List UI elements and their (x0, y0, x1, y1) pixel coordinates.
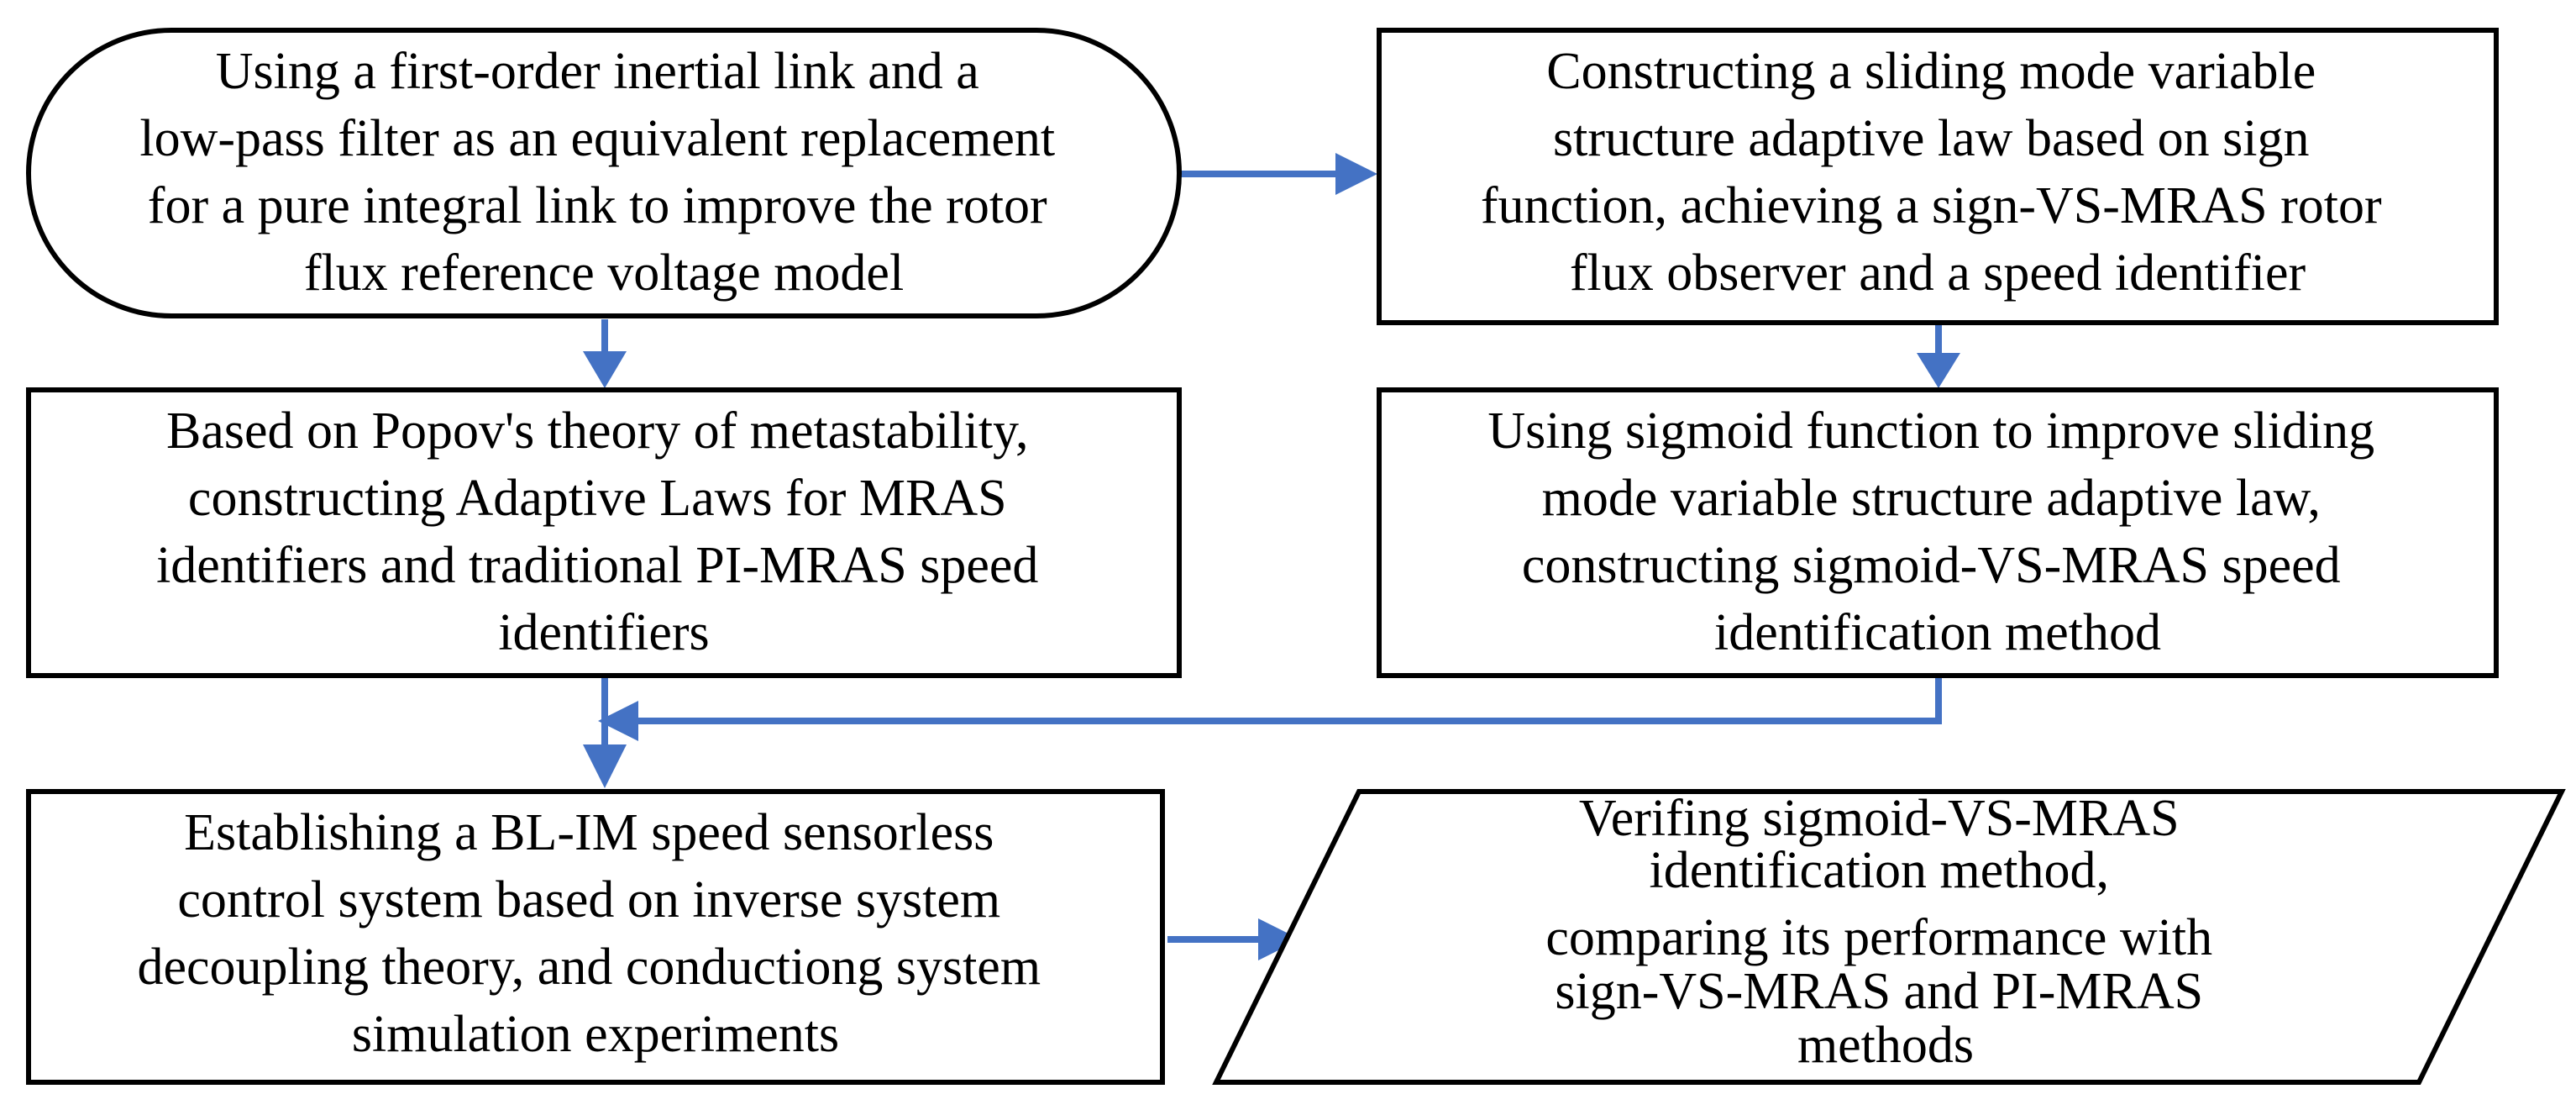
node-sigmoid-process: Using sigmoid function to improve slidin… (1377, 387, 2499, 678)
node-verify-text: Verifing sigmoid-VS-MRAS identification … (1545, 790, 2225, 1074)
arrow-sign-to-sigmoid (1917, 324, 1960, 388)
node-popov-process: Based on Popov's theory of metastability… (26, 387, 1182, 678)
arrow-sigmoid-to-blim (598, 677, 1942, 741)
node-popov-text: Based on Popov's theory of metastability… (156, 402, 1052, 661)
arrow-popov-to-blim (583, 677, 627, 788)
connector-layer (583, 153, 1960, 960)
node-blim-process: Establishing a BL-IM speed sensorless co… (26, 789, 1165, 1085)
arrow-start-to-popov (583, 319, 627, 388)
arrow-blim-to-verify (1167, 918, 1300, 960)
node-sign-text: Constructing a sliding mode variable str… (1481, 43, 2395, 302)
node-sigmoid-text: Using sigmoid function to improve slidin… (1487, 402, 2387, 661)
node-start-text: Using a first-order inertial link and a … (139, 43, 1068, 302)
node-start-terminator: Using a first-order inertial link and a … (26, 28, 1182, 318)
node-sign-process: Constructing a sliding mode variable str… (1377, 28, 2499, 325)
node-verify-data: Verifing sigmoid-VS-MRAS identification … (1212, 789, 2566, 1085)
node-blim-text: Establishing a BL-IM speed sensorless co… (137, 804, 1053, 1063)
arrow-start-to-sign (1179, 153, 1377, 195)
